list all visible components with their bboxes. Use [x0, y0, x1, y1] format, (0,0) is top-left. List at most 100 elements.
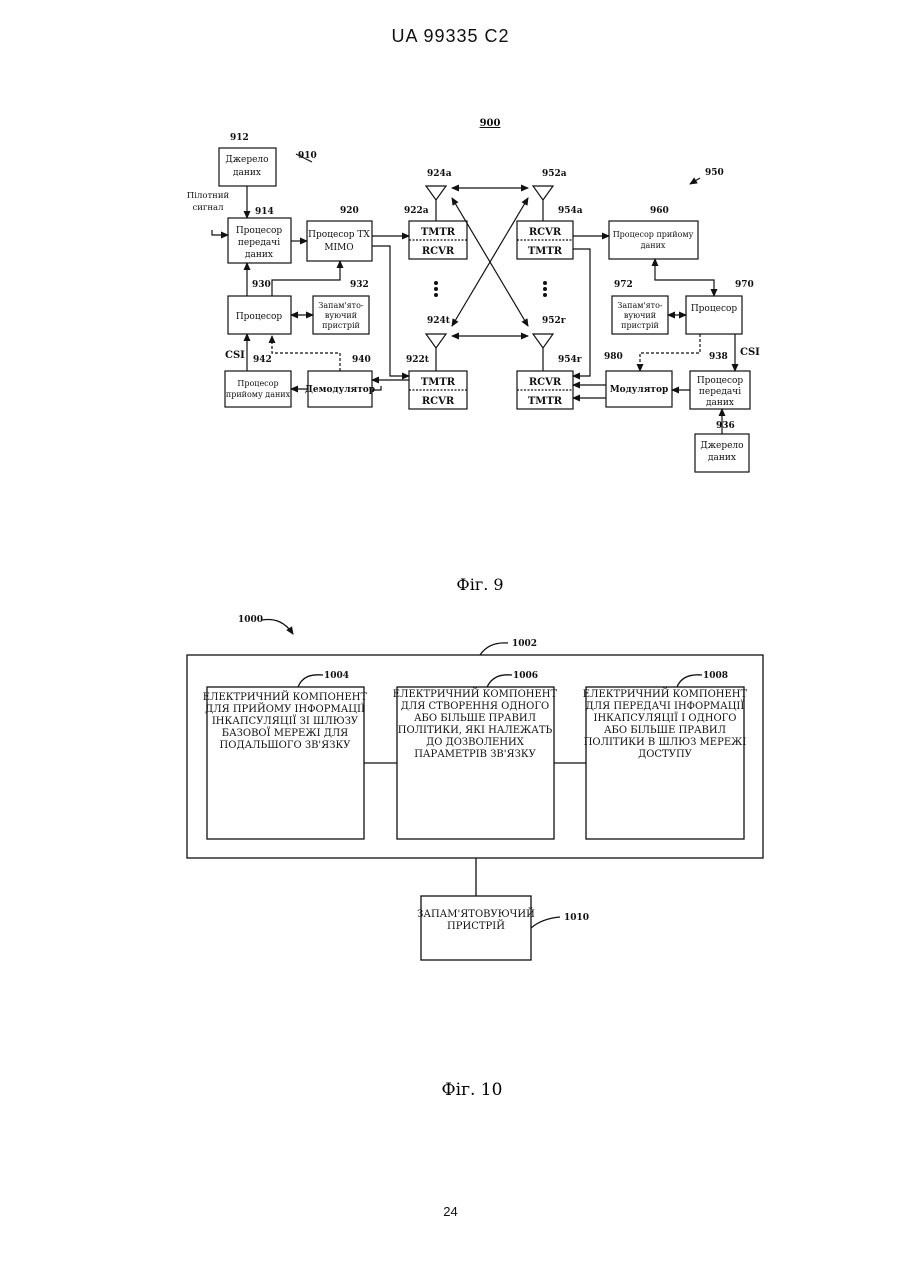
comp1004-line-1: ЕЛЕКТРИЧНИЙ КОМПОНЕНТ — [203, 691, 368, 703]
tx-proc-right-3: даних — [706, 398, 734, 408]
comp1006-line-5: ДО ДОЗВОЛЕНИХ — [426, 737, 525, 748]
comp1006-line-1: ЕЛЕКТРИЧНИЙ КОМПОНЕНТ — [393, 688, 558, 700]
csi-left: CSI — [225, 350, 245, 361]
comp1004-line-3: ІНКАПСУЛЯЦІЇ ЗІ ШЛЮЗУ — [212, 715, 359, 727]
comp1006-line-2: ДЛЯ СТВОРЕННЯ ОДНОГО — [401, 701, 549, 712]
antenna-924a — [426, 186, 446, 221]
data-source-right-2: даних — [708, 453, 736, 463]
modulator-label: Модулятор — [610, 385, 669, 395]
comp1008-line-6: ДОСТУПУ — [638, 749, 693, 760]
ref-972: 972 — [614, 280, 633, 290]
mem-left-3: пристрій — [322, 321, 360, 330]
csi-right: CSI — [740, 347, 760, 358]
comp1004-line-2: ДЛЯ ПРИЙОМУ ІНФОРМАЦІЇ — [205, 703, 365, 715]
comp1008-line-2: ДЛЯ ПЕРЕДАЧІ ІНФОРМАЦІЇ — [586, 700, 745, 712]
ref-912: 912 — [230, 133, 249, 143]
ref-1000: 1000 — [238, 615, 263, 625]
mem-right-3: пристрій — [621, 321, 659, 330]
ref-950: 950 — [705, 168, 724, 178]
ref-1008: 1008 — [703, 671, 728, 681]
tx-proc-left-3: даних — [245, 250, 273, 260]
demodulator-label: Демодулятор — [305, 385, 375, 395]
figure-9 — [212, 148, 750, 472]
figure-10-caption: Фіг. 10 — [442, 1080, 503, 1100]
ref-960: 960 — [650, 206, 669, 216]
comp1006-line-6: ПАРАМЕТРІВ ЗВ'ЯЗКУ — [414, 749, 536, 760]
comp1004-line-4: БАЗОВОЇ МЕРЕЖІ ДЛЯ — [222, 727, 349, 739]
ref-940: 940 — [352, 355, 371, 365]
mem-right-2: вуючий — [624, 311, 656, 320]
data-source-box-left — [219, 148, 276, 186]
antenna-952a — [533, 186, 553, 221]
tmtr-bottom-left: TMTR — [421, 377, 456, 388]
processor-box-right — [686, 296, 742, 334]
tmtr-bottom-right: TMTR — [528, 396, 563, 407]
memory-line-1: ЗАПАМ'ЯТОВУЮЧИЙ — [417, 908, 535, 920]
mem-right-1: Запам'ято- — [617, 301, 663, 310]
tx-mimo-processor-box — [307, 221, 372, 261]
tmtr-top-left: TMTR — [421, 227, 456, 238]
pilot-label-1: Пілотний — [187, 191, 230, 201]
processor-left: Процесор — [236, 312, 283, 322]
processor-right: Процесор — [691, 304, 738, 314]
ref-930: 930 — [252, 280, 271, 290]
tx-mimo-1: Процесор TX — [308, 230, 370, 240]
ref-914: 914 — [255, 207, 274, 217]
page-number: 24 — [0, 1204, 901, 1219]
rx-data-processor-box-right — [609, 221, 698, 259]
rcvr-bottom-right: RCVR — [529, 377, 562, 388]
ref-954a: 954a — [558, 206, 583, 216]
data-source-right-1: Джерело — [700, 441, 743, 451]
tmtr-top-right: TMTR — [528, 246, 563, 257]
comp1006-line-3: АБО БІЛЬШЕ ПРАВИЛ — [414, 713, 536, 724]
rcvr-bottom-left: RCVR — [422, 396, 455, 407]
ellipsis-dots — [434, 281, 547, 297]
ref-952r: 952r — [542, 316, 566, 326]
comp1008-line-1: ЕЛЕКТРИЧНИЙ КОМПОНЕНТ — [583, 688, 748, 700]
ref-938: 938 — [709, 352, 728, 362]
ref-1006: 1006 — [513, 671, 538, 681]
rx-data-processor-box-left — [225, 371, 291, 407]
ref-936: 936 — [716, 421, 735, 431]
rx-proc-left-1: Процесор — [237, 379, 278, 388]
mem-left-2: вуючий — [325, 311, 357, 320]
ref-1004: 1004 — [324, 671, 349, 681]
comp1006-line-4: ПОЛІТИКИ, ЯКІ НАЛЕЖАТЬ — [398, 725, 553, 736]
ref-980: 980 — [604, 352, 623, 362]
ref-922a: 922a — [404, 206, 429, 216]
tx-proc-left-1: Процесор — [236, 226, 283, 236]
antenna-924t — [426, 334, 446, 371]
ref-970: 970 — [735, 280, 754, 290]
comp1008-line-3: ІНКАПСУЛЯЦІЇ І ОДНОГО — [594, 712, 737, 724]
ref-910: 910 — [298, 151, 317, 161]
tx-proc-left-2: передачі — [238, 238, 280, 248]
ref-920: 920 — [340, 206, 359, 216]
ref-1002: 1002 — [512, 639, 537, 649]
ref-1010: 1010 — [564, 913, 589, 923]
data-source-label-1: Джерело — [225, 155, 268, 165]
comp1004-line-5: ПОДАЛЬШОГО ЗВ'ЯЗКУ — [220, 740, 352, 751]
rx-proc-right-1: Процесор прийому — [613, 230, 694, 239]
comp1008-line-5: ПОЛІТИКИ В ШЛЮЗ МЕРЕЖІ — [584, 737, 747, 748]
comp1008-line-4: АБО БІЛЬШЕ ПРАВИЛ — [604, 725, 726, 736]
tx-proc-right-1: Процесор — [697, 376, 744, 386]
ref-954r: 954r — [558, 355, 582, 365]
system-ref-900: 900 — [480, 118, 501, 129]
ref-942: 942 — [253, 355, 272, 365]
memory-line-2: ПРИСТРІЙ — [447, 920, 505, 932]
ref-932: 932 — [350, 280, 369, 290]
ref-952a: 952a — [542, 169, 567, 179]
rx-proc-left-2: прийому даних — [226, 390, 291, 399]
ref-924a: 924a — [427, 169, 452, 179]
mem-left-1: Запам'ято- — [318, 301, 364, 310]
ref-922t: 922t — [406, 355, 430, 365]
tx-mimo-2: MIMO — [324, 243, 353, 253]
figure-9-caption: Фіг. 9 — [456, 575, 503, 594]
tx-proc-right-2: передачі — [699, 387, 741, 397]
rx-proc-right-2: даних — [641, 241, 666, 250]
ref-924t: 924t — [427, 316, 451, 326]
data-source-label-2: даних — [233, 168, 261, 178]
antenna-952r — [533, 334, 553, 371]
pilot-label-2: сигнал — [192, 203, 224, 213]
